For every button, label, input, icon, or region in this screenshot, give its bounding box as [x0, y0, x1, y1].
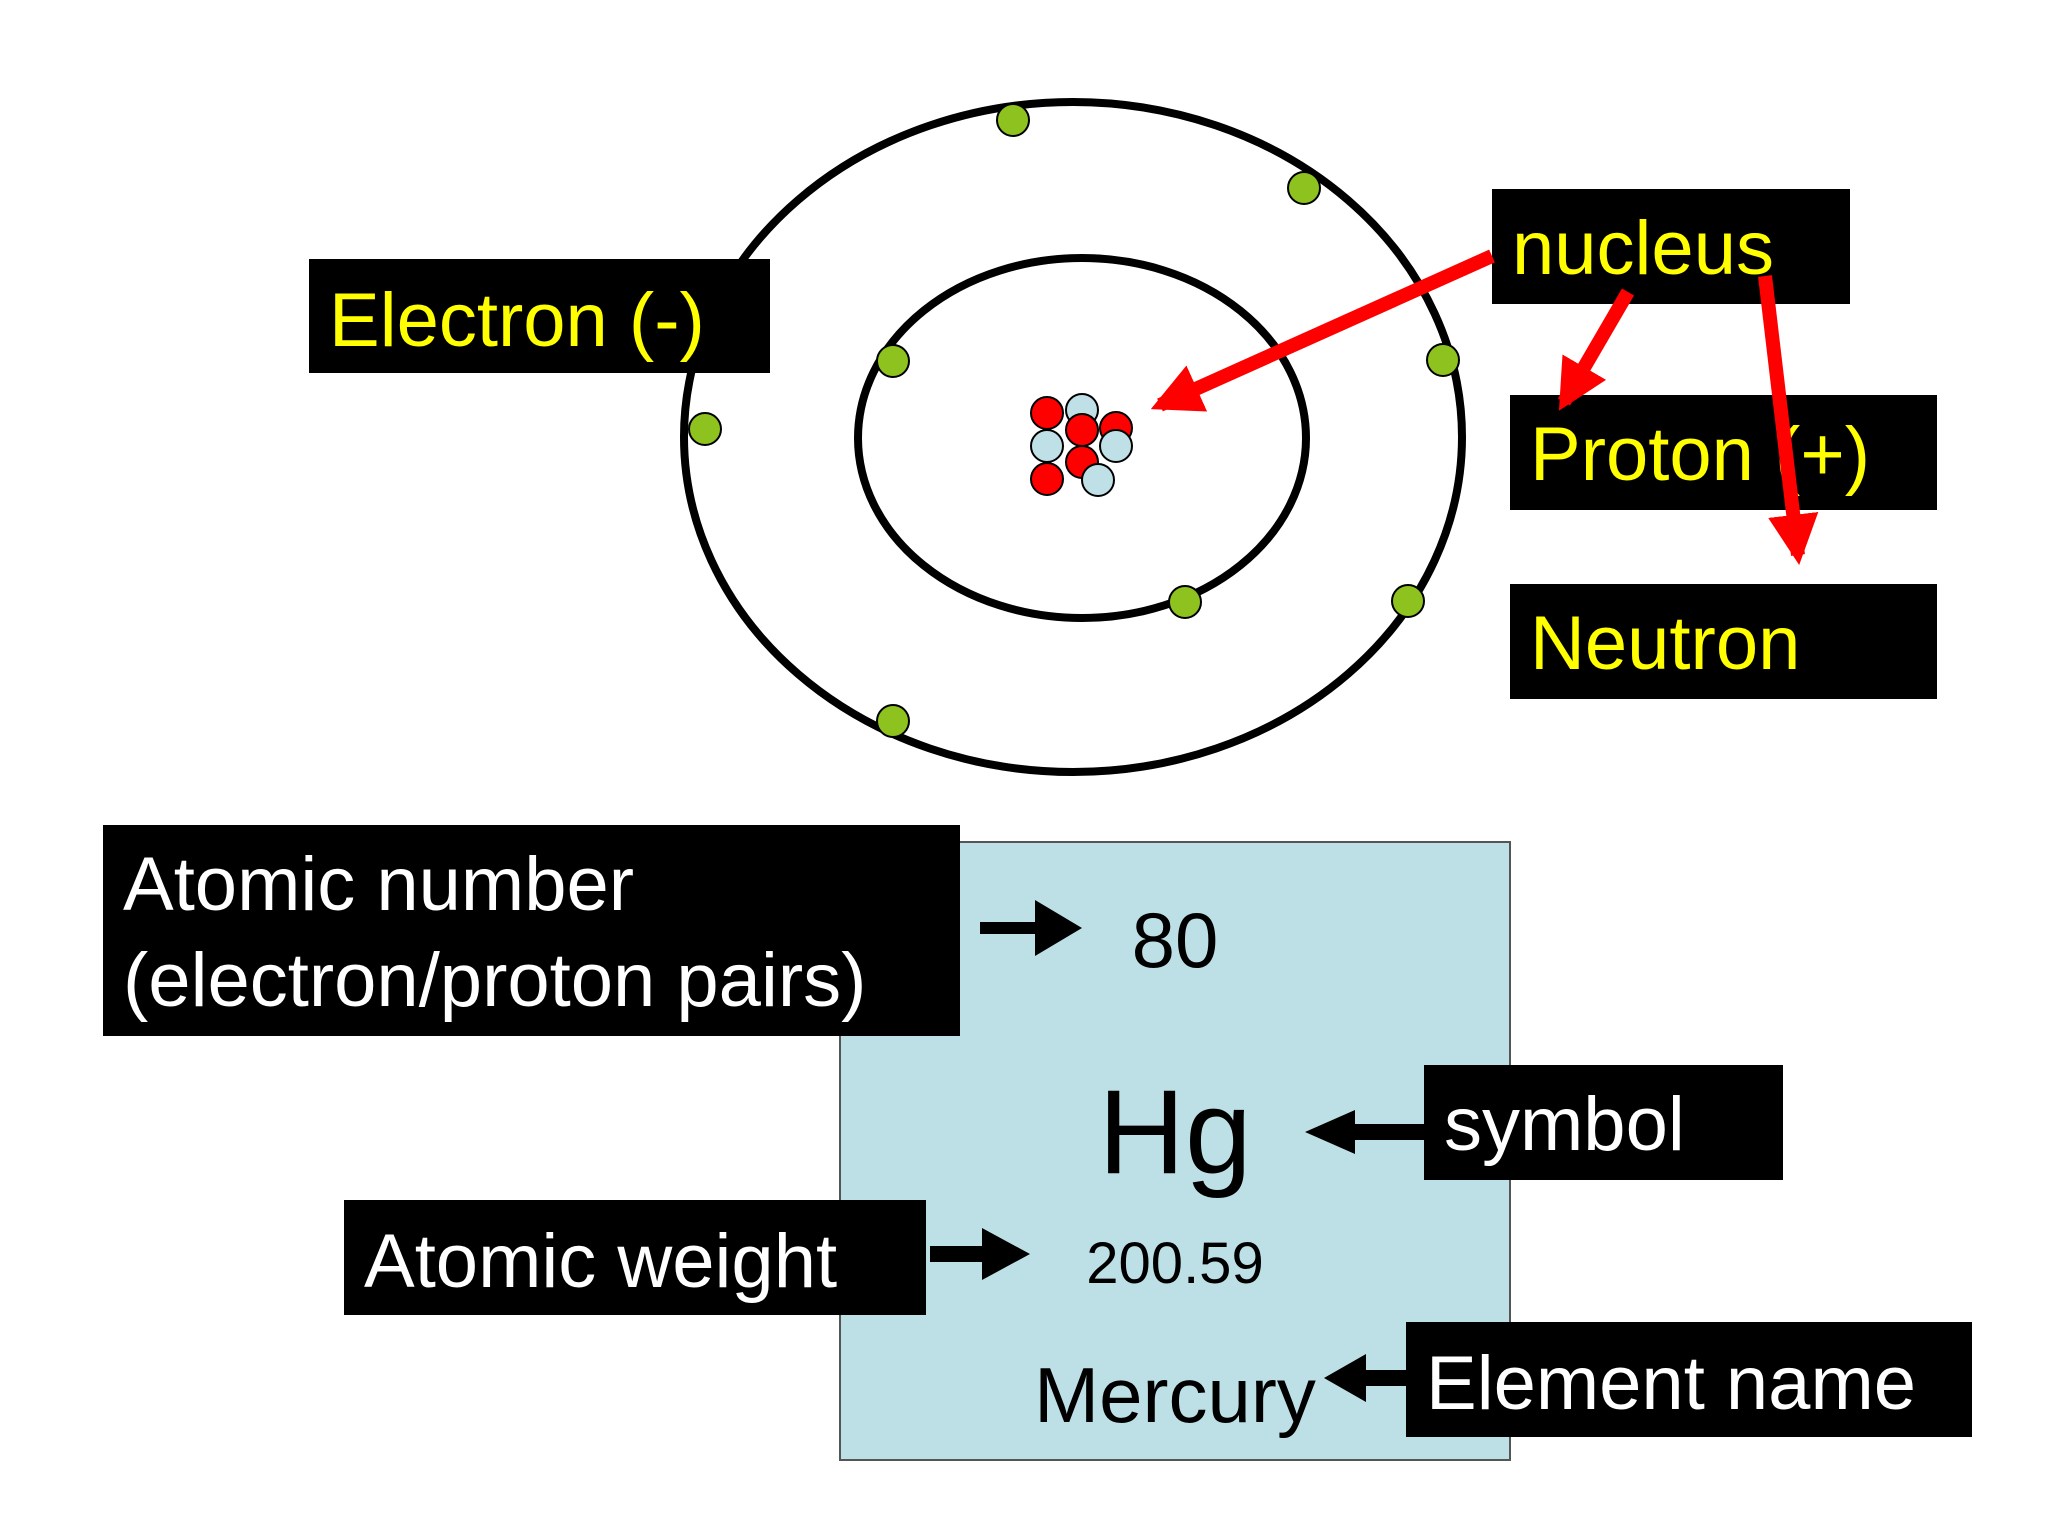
atomic-weight-arrow [930, 1228, 1030, 1280]
nucleus-label-text: nucleus [1512, 206, 1774, 291]
element-symbol: Hg [1098, 1065, 1252, 1199]
neutron [1099, 429, 1133, 463]
element-name-arrow [1324, 1354, 1412, 1402]
atomic-number-value: 80 [1131, 896, 1219, 984]
element-name-label: Element name [1406, 1322, 1972, 1437]
electron [996, 103, 1030, 137]
neutron [1081, 463, 1115, 497]
electron [1426, 343, 1460, 377]
atomic-weight-label: Atomic weight [344, 1200, 926, 1315]
atomic-number-arrow [980, 900, 1082, 956]
electron [688, 412, 722, 446]
card-pointer-arrows [930, 900, 1428, 1402]
inner-orbit [854, 254, 1310, 622]
electron [876, 704, 910, 738]
electron [1168, 585, 1202, 619]
atomic-number-label: Atomic number (electron/proton pairs) [103, 825, 960, 1036]
element-name-value: Mercury [1034, 1351, 1316, 1439]
atomic-weight-value: 200.59 [1086, 1231, 1264, 1296]
symbol-label: symbol [1424, 1065, 1783, 1180]
nucleus-particles [1030, 393, 1133, 497]
electron-label-text: Electron (-) [329, 278, 705, 363]
electron [1287, 171, 1321, 205]
nucleus-to-proton-arrow [1557, 288, 1635, 411]
atomic-number-label-line1: Atomic number [123, 842, 635, 927]
symbol-arrow [1305, 1110, 1428, 1154]
atomic-number-label-line2: (electron/proton pairs) [123, 938, 867, 1023]
neutron-label-text: Neutron [1530, 601, 1801, 686]
outer-orbit [680, 98, 1466, 776]
electron [876, 344, 910, 378]
element-name-label-text: Element name [1426, 1341, 1917, 1426]
proton-label: Proton (+) [1510, 395, 1937, 510]
electrons [688, 103, 1460, 738]
neutron-label: Neutron [1510, 584, 1937, 699]
atomic-weight-label-text: Atomic weight [364, 1219, 838, 1304]
nucleus-label: nucleus [1492, 189, 1850, 304]
proton-label-text: Proton (+) [1530, 412, 1871, 497]
nucleus-to-neutron-arrow [1758, 275, 1819, 566]
symbol-label-text: symbol [1444, 1082, 1685, 1167]
proton [1030, 462, 1064, 496]
nucleus-to-center-arrow [1150, 249, 1495, 412]
electron-label: Electron (-) [309, 259, 770, 373]
electron [1391, 584, 1425, 618]
